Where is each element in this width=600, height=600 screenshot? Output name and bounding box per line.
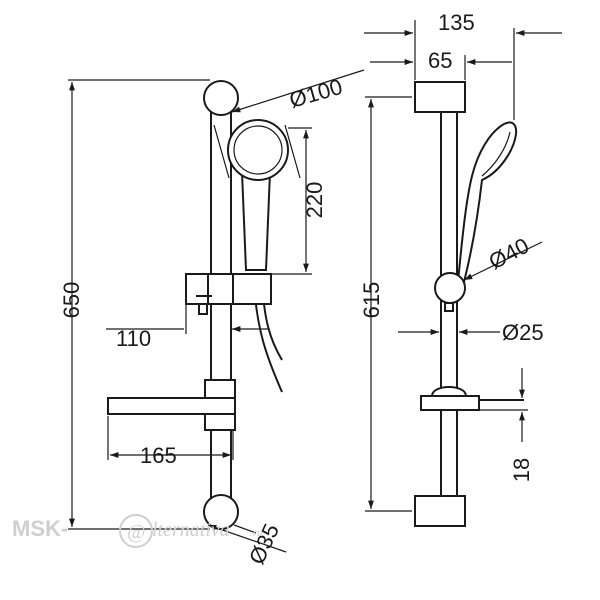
side-bottom-bracket [414, 495, 466, 527]
watermark-tail: lternativa [152, 519, 230, 541]
watermark-at: @ [127, 521, 145, 543]
dim-18-label: 18 [509, 458, 534, 482]
side-handset [456, 121, 518, 283]
side-view: 135 65 615 Ø40 Ø25 18 [359, 10, 562, 527]
dim-25-label: Ø25 [502, 320, 544, 345]
soap-dish [107, 397, 236, 415]
front-top-cap [203, 80, 239, 116]
dim-65-label: 65 [428, 48, 452, 73]
watermark-at-ring [119, 514, 153, 548]
dim-650-label: 650 [59, 282, 84, 319]
dim-35-line [207, 524, 287, 553]
dim-40-label: Ø40 [485, 233, 533, 275]
shower-head [227, 119, 289, 181]
handset-handle [240, 171, 272, 271]
dim-40-line [463, 241, 543, 281]
dim-615-label: 615 [359, 282, 384, 319]
front-view: 650 Ø100 220 110 165 Ø35 [59, 69, 365, 568]
side-handset-face [481, 131, 511, 177]
side-dish-clip [430, 386, 468, 397]
watermark: MSK- @ lternativa .ru [12, 514, 263, 548]
slider-holder [185, 273, 272, 305]
watermark-suffix: .ru [250, 527, 263, 539]
side-soap-dish [420, 395, 480, 411]
holder-screw [198, 303, 208, 315]
dim-100-ext-left [213, 124, 230, 179]
shower-head-face [233, 125, 283, 175]
side-top-bracket [414, 81, 466, 113]
dim-165-label: 165 [140, 443, 177, 468]
dim-100-ext-right [284, 124, 301, 179]
dim-100-line [231, 69, 365, 113]
dim-135-label: 135 [438, 10, 475, 35]
dim-220-label: 220 [302, 182, 327, 219]
dim-35-tick [233, 524, 257, 534]
side-slider-screw [444, 302, 454, 312]
dim-110-label: 110 [116, 326, 151, 351]
dim-100-label: Ø100 [286, 74, 345, 113]
side-slider [434, 272, 466, 304]
front-rail [210, 99, 232, 516]
watermark-brand: MSK- [12, 516, 68, 541]
